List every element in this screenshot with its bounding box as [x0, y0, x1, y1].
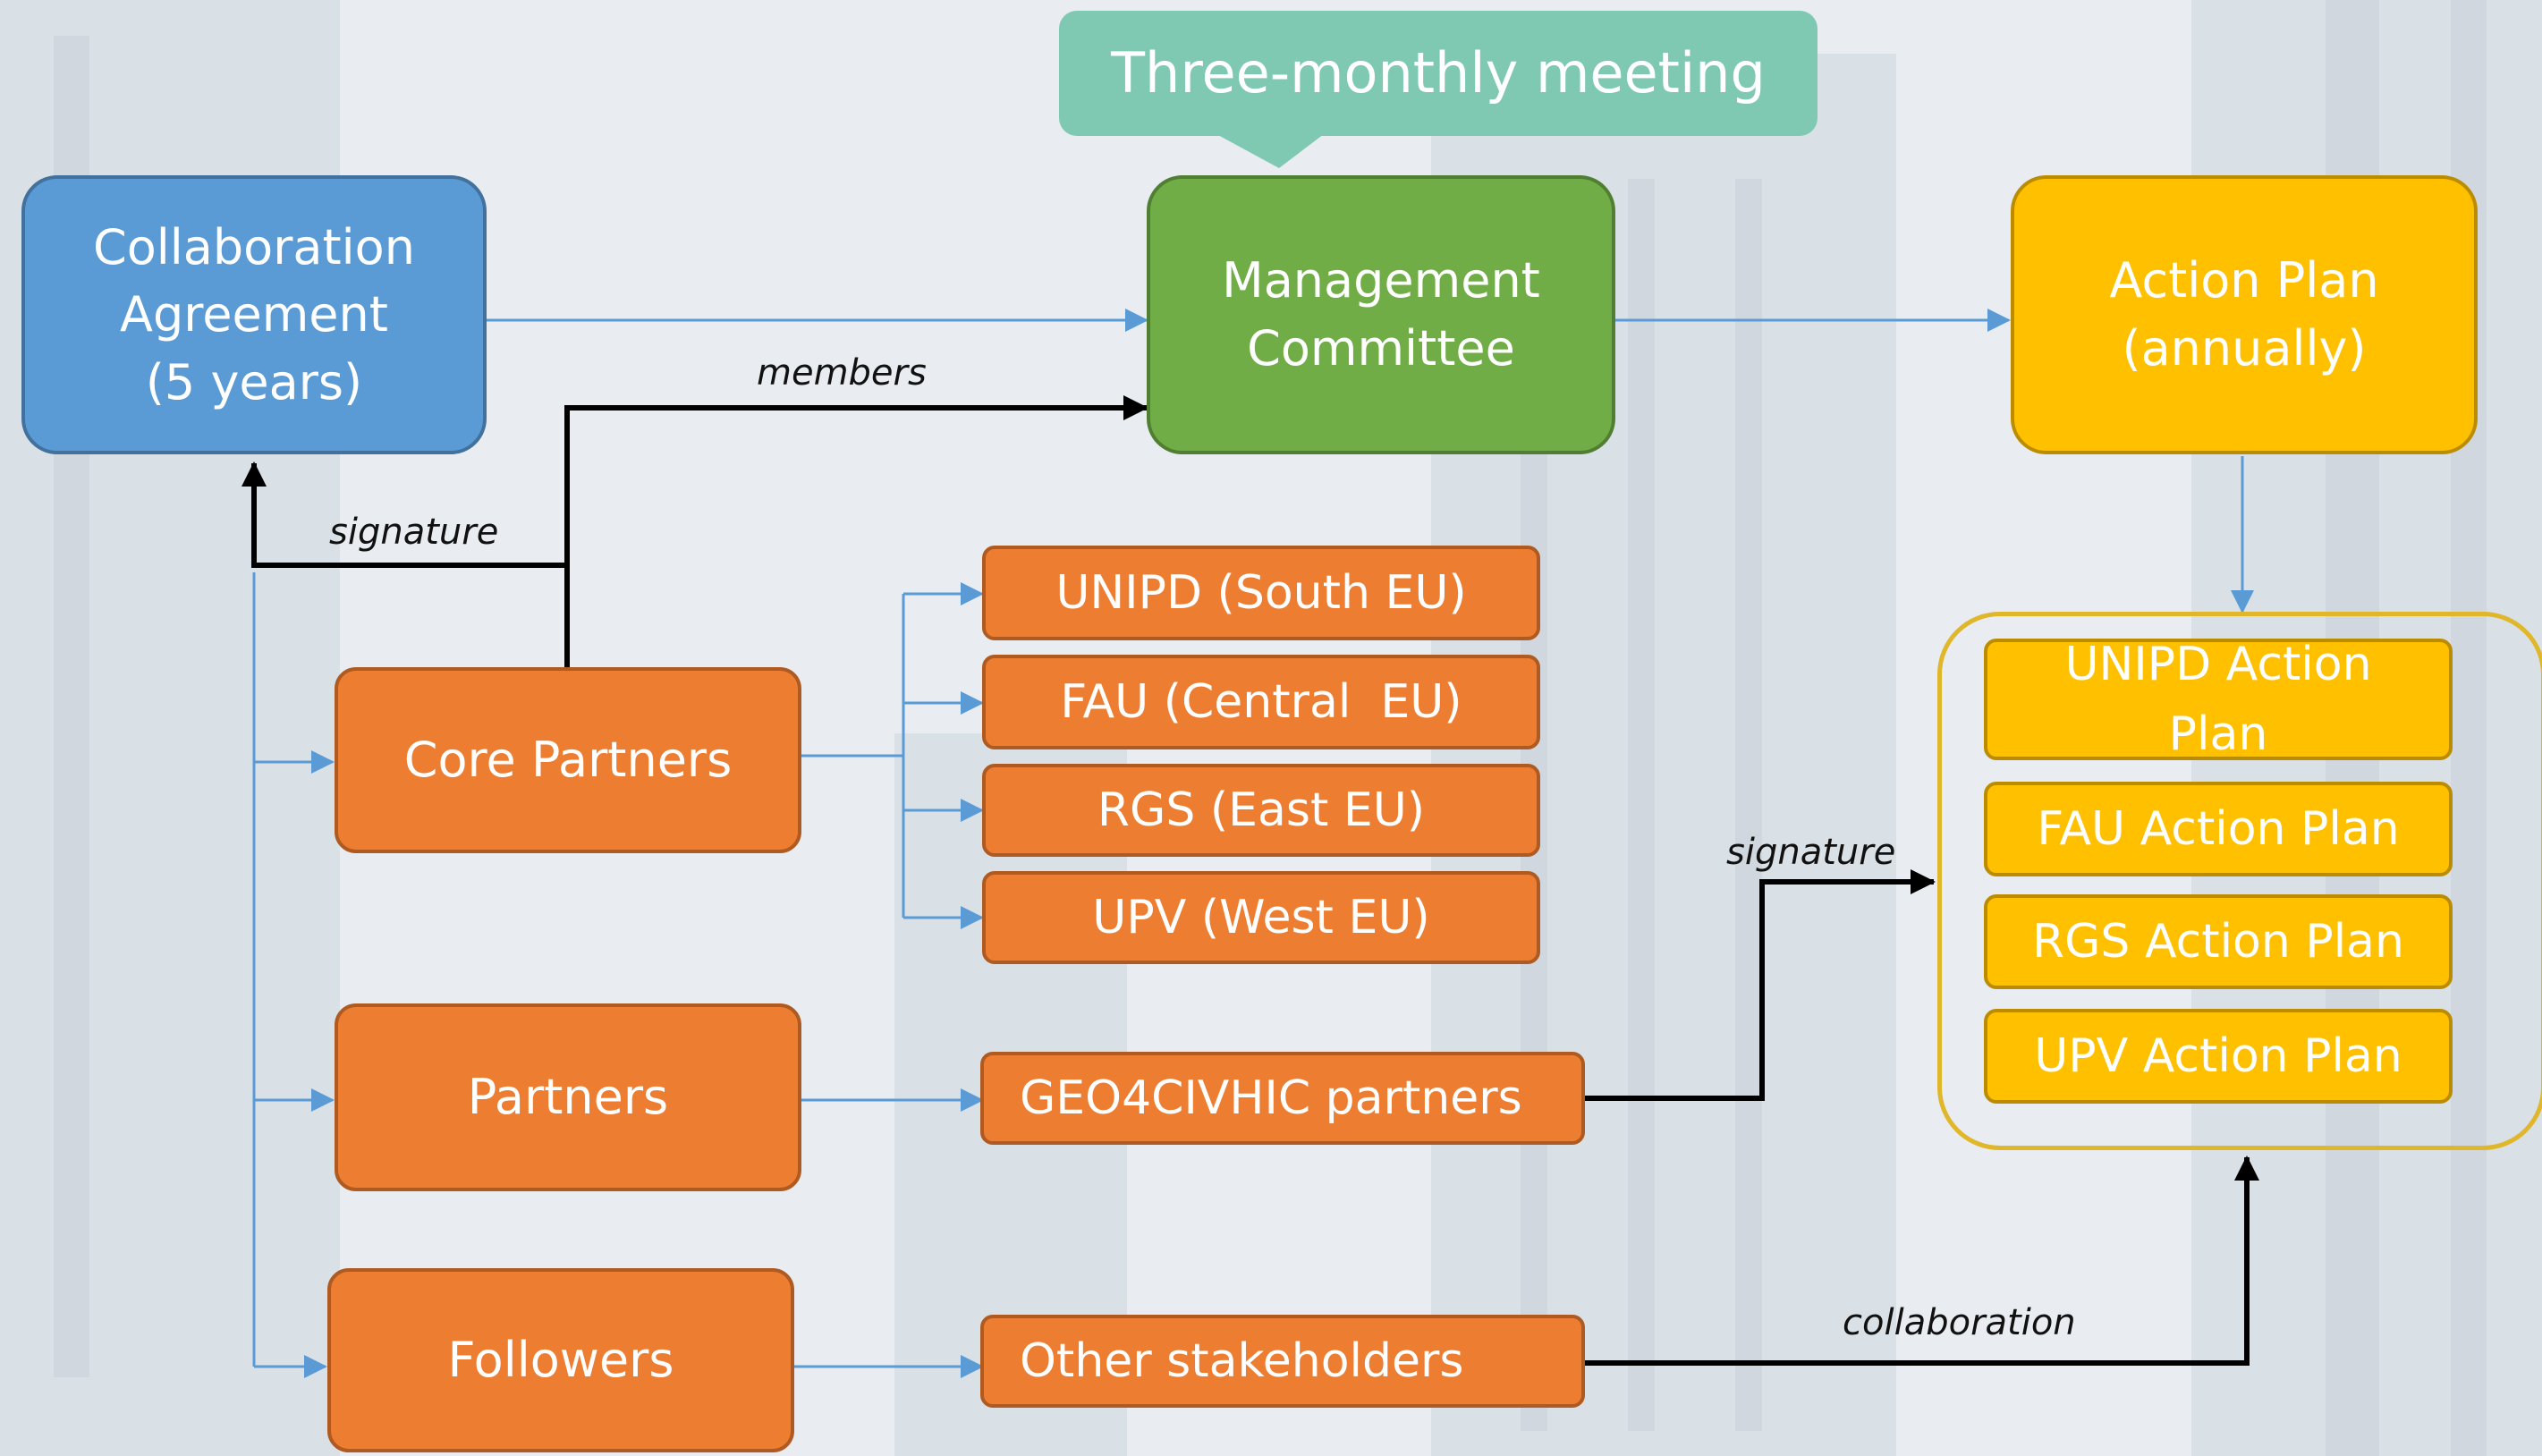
signature-left-label: signature	[329, 512, 499, 553]
collaboration-agreement-box: Collaboration Agreement (5 years)	[21, 175, 487, 454]
members-label: members	[757, 352, 927, 394]
committee-line-1: Management	[1222, 252, 1540, 309]
followers-box: Followers	[327, 1268, 794, 1452]
upv-action-plan-box: UPV Action Plan	[1984, 1009, 2453, 1104]
management-committee-box: Management Committee	[1147, 175, 1615, 454]
rgs-box: RGS (East EU)	[982, 764, 1540, 857]
agreement-line-1: Collaboration	[93, 218, 415, 275]
stakeholders-label: Other stakeholders	[1020, 1333, 1464, 1388]
action-plan-line-2: (annually)	[2122, 320, 2367, 377]
agreement-line-3: (5 years)	[145, 353, 363, 411]
meeting-pointer	[1216, 134, 1324, 168]
edge-geo-signature	[1585, 869, 1936, 1101]
unipd-box: UNIPD (South EU)	[982, 546, 1540, 640]
upv-plan-label: UPV Action Plan	[2034, 1029, 2402, 1083]
unipd-plan-line-2: Plan	[2168, 707, 2268, 761]
geo4civhic-label: GEO4CIVHIC partners	[1020, 1071, 1522, 1125]
stakeholders-box: Other stakeholders	[980, 1315, 1585, 1408]
edge-core-signature	[241, 461, 567, 568]
upv-label: UPV (West EU)	[1092, 890, 1430, 944]
fau-label: FAU (Central EU)	[1060, 674, 1462, 729]
fau-plan-label: FAU Action Plan	[2037, 801, 2400, 856]
rgs-label: RGS (East EU)	[1097, 783, 1426, 837]
rgs-action-plan-box: RGS Action Plan	[1984, 894, 2453, 989]
partners-label: Partners	[467, 1069, 669, 1126]
collaboration-label: collaboration	[1843, 1302, 2076, 1343]
action-plan-line-1: Action Plan	[2109, 252, 2379, 309]
action-plan-box: Action Plan (annually)	[2011, 175, 2478, 454]
agreement-line-2: Agreement	[120, 286, 388, 343]
partners-box: Partners	[335, 1003, 801, 1191]
geo4civhic-box: GEO4CIVHIC partners	[980, 1052, 1585, 1145]
unipd-label: UNIPD (South EU)	[1055, 565, 1467, 620]
unipd-action-plan-box: UNIPD Action Plan	[1984, 638, 2453, 761]
signature-right-label: signature	[1726, 832, 1896, 873]
edge-stakeholders-collaboration	[1585, 1155, 2259, 1366]
meeting-callout: Three-monthly meeting	[1059, 11, 1818, 136]
unipd-plan-line-1: UNIPD Action	[2064, 638, 2372, 691]
fau-box: FAU (Central EU)	[982, 655, 1540, 749]
meeting-label: Three-monthly meeting	[1111, 39, 1766, 106]
rgs-plan-label: RGS Action Plan	[2032, 914, 2404, 969]
core-partners-box: Core Partners	[335, 667, 801, 853]
fau-action-plan-box: FAU Action Plan	[1984, 782, 2453, 876]
committee-line-2: Committee	[1247, 320, 1515, 377]
core-partners-label: Core Partners	[403, 732, 733, 789]
upv-box: UPV (West EU)	[982, 871, 1540, 964]
edge-core-members	[564, 395, 1148, 669]
followers-label: Followers	[447, 1332, 674, 1389]
